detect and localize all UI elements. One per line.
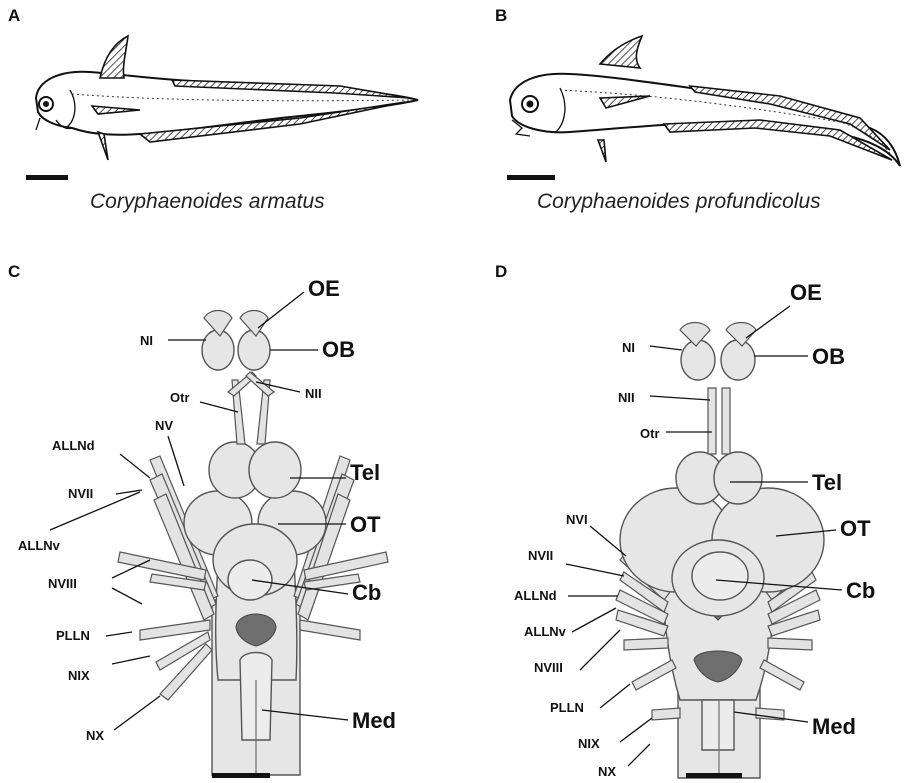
label-d-nvii: NVII (528, 548, 553, 563)
label-d-allnd: ALLNd (514, 588, 557, 603)
label-d-allnv: ALLNv (524, 624, 567, 639)
label-d-plln: PLLN (550, 700, 584, 715)
label-d-med: Med (812, 714, 856, 739)
scale-bar-d (686, 773, 742, 778)
label-d-tel: Tel (812, 470, 842, 495)
label-d-ob: OB (812, 344, 845, 369)
label-d-otr: Otr (640, 426, 660, 441)
label-d-nviii: NVIII (534, 660, 563, 675)
label-d-ni: NI (622, 340, 635, 355)
label-d-cb: Cb (846, 578, 875, 603)
label-d-nx: NX (598, 764, 616, 779)
label-d-oe: OE (790, 280, 822, 305)
label-d-nvi: NVI (566, 512, 588, 527)
label-d-nix: NIX (578, 736, 600, 751)
label-d-ot: OT (840, 516, 871, 541)
label-d-nii: NII (618, 390, 635, 405)
brain-d (616, 323, 824, 779)
